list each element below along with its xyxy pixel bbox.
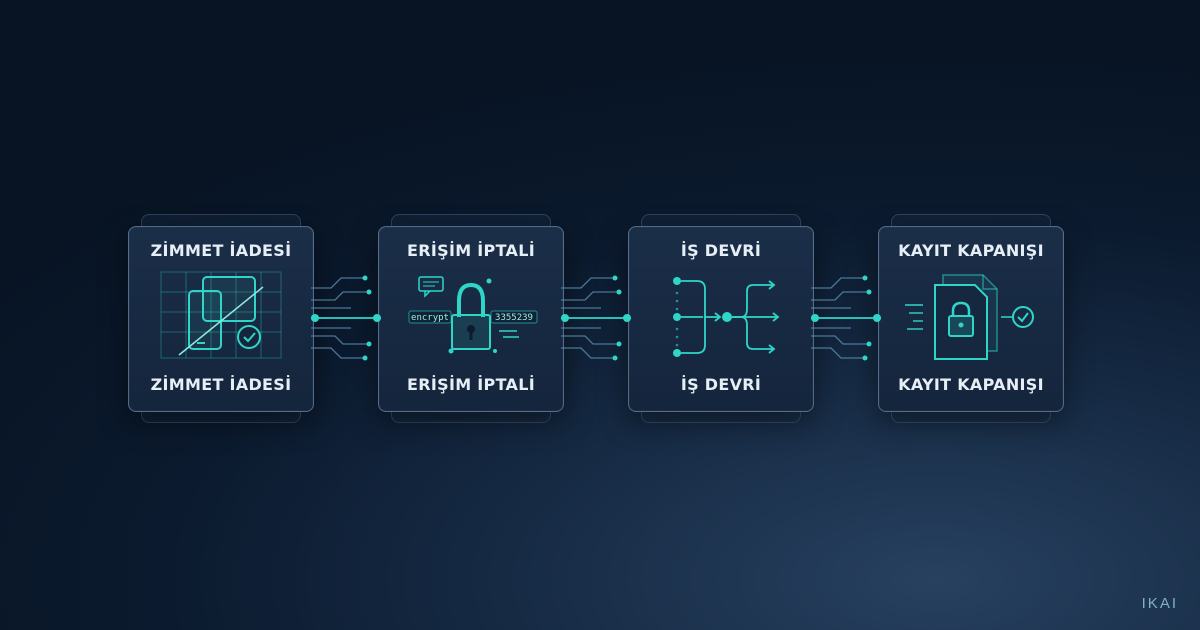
code-tag: 3355239: [495, 313, 533, 323]
step-caption: ERİŞİM İPTALİ: [407, 375, 535, 394]
connector-lines: [311, 275, 381, 361]
step-caption: ZİMMET İADESİ: [150, 375, 292, 394]
connector-lines: [811, 275, 881, 361]
connector-lines: [561, 275, 631, 361]
brand-logo: IKAI: [1141, 595, 1178, 612]
encrypt-tag: encrypt: [411, 313, 449, 323]
workflow-branch-icon: [673, 277, 780, 357]
step-title: ERİŞİM İPTALİ: [407, 241, 535, 260]
step-card-kayit-kapanisi: KAYIT KAPANIŞI KAYIT KAPANIŞI: [878, 226, 1064, 412]
padlock-encrypt-icon: encrypt 3355239: [408, 276, 538, 354]
step-card-zimmet-iadesi: ZİMMET İADESİ ZİMMET İADESİ: [128, 226, 314, 412]
step-title: İŞ DEVRİ: [680, 241, 762, 260]
step-card-is-devri: İŞ DEVRİ: [628, 226, 814, 412]
step-card-erisim-iptali: ERİŞİM İPTALİ encrypt 3355239 ERİŞİM İPT…: [378, 226, 564, 412]
locked-document-icon: [905, 274, 1034, 360]
step-title: ZİMMET İADESİ: [150, 241, 292, 260]
step-caption: İŞ DEVRİ: [680, 375, 762, 394]
step-caption: KAYIT KAPANIŞI: [898, 375, 1044, 394]
devices-return-icon: [160, 271, 282, 359]
step-title: KAYIT KAPANIŞI: [898, 241, 1044, 260]
